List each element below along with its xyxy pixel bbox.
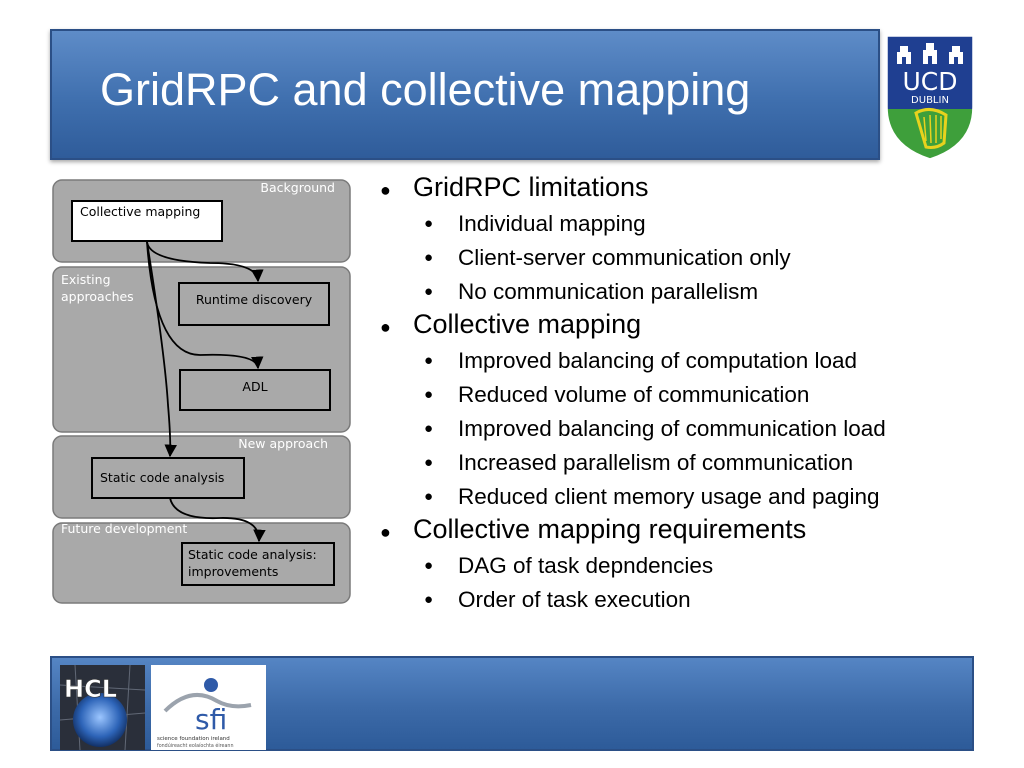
- box-static-code-analysis-label: Static code analysis: [100, 470, 224, 485]
- harp-icon: [914, 108, 948, 149]
- bullet-level2: ●DAG of task depndencies: [424, 553, 714, 578]
- sfi-caption-2: fondúireacht eolaíochta éireann: [157, 742, 234, 749]
- ucd-logo: UCD DUBLIN: [886, 35, 974, 160]
- sfi-swoosh-icon: [163, 692, 252, 713]
- ucd-logo-text: UCD: [902, 67, 957, 96]
- bullet-text: No communication parallelism: [458, 279, 759, 304]
- box-improvements-label-1: Static code analysis:: [188, 547, 317, 562]
- box-runtime-discovery: [178, 282, 330, 326]
- bullet-level1: ●Collective mapping requirements: [380, 514, 807, 544]
- bullet-text: Collective mapping requirements: [413, 514, 807, 544]
- sfi-logo-text: sfi: [195, 703, 227, 736]
- arrow-to-static: [146, 241, 177, 458]
- box-collective-mapping: [71, 200, 223, 242]
- bullet-text: Collective mapping: [413, 309, 642, 339]
- bullet-text: GridRPC limitations: [413, 172, 649, 202]
- bullet-text: Order of task execution: [458, 587, 691, 612]
- bullet-text: DAG of task depndencies: [458, 553, 714, 578]
- bullet-level2: ●Improved balancing of communication loa…: [424, 416, 886, 441]
- sfi-logo: sfi science foundation ireland fondúirea…: [151, 665, 266, 750]
- section-label-existing-1: Existing: [61, 272, 111, 287]
- bullet-text: Client-server communication only: [458, 245, 791, 270]
- title-bar: GridRPC and collective mapping: [50, 29, 880, 160]
- bullet-list: ●GridRPC limitations ●Individual mapping…: [380, 172, 1010, 617]
- workflow-diagram: Background Existing approaches New appro…: [52, 179, 351, 604]
- bullet-text: Increased parallelism of communication: [458, 450, 854, 475]
- bullet-level2: ●Improved balancing of computation load: [424, 348, 858, 373]
- box-improvements: [181, 542, 335, 586]
- slide-title: GridRPC and collective mapping: [100, 64, 751, 115]
- bullet-level2: ●Client-server communication only: [424, 245, 791, 270]
- section-label-new: New approach: [238, 436, 328, 451]
- bullet-level2: ●Individual mapping: [424, 211, 646, 236]
- bullet-text: Improved balancing of computation load: [458, 348, 858, 373]
- hcl-logo: HCL: [60, 665, 145, 750]
- bullet-level2: ●Increased parallelism of communication: [424, 450, 854, 475]
- bullet-text: Reduced client memory usage and paging: [458, 484, 880, 509]
- ucd-logo-subtext: DUBLIN: [911, 95, 949, 106]
- bullet-level1: ●GridRPC limitations: [380, 172, 649, 202]
- box-runtime-discovery-label: Runtime discovery: [196, 292, 313, 307]
- bullet-level2: ●Order of task execution: [424, 587, 691, 612]
- arrow-to-runtime: [146, 241, 264, 283]
- bullet-level1: ●Collective mapping: [380, 309, 642, 339]
- hcl-logo-text: HCL: [64, 675, 117, 703]
- section-label-background: Background: [260, 180, 335, 195]
- bullet-text: Improved balancing of communication load: [458, 416, 886, 441]
- arrow-to-adl: [146, 241, 264, 370]
- box-improvements-label-2: improvements: [188, 564, 278, 579]
- bullet-level2: ●Reduced volume of communication: [424, 382, 810, 407]
- globe-icon: [73, 693, 127, 747]
- box-adl: [179, 369, 331, 411]
- bullet-text: Reduced volume of communication: [458, 382, 810, 407]
- sfi-caption-1: science foundation ireland: [157, 736, 230, 742]
- bullet-text: Individual mapping: [458, 211, 646, 236]
- sfi-dot-icon: [204, 678, 218, 692]
- box-adl-label: ADL: [242, 379, 267, 394]
- bullet-level2: ●No communication parallelism: [424, 279, 759, 304]
- section-label-existing-2: approaches: [61, 289, 134, 304]
- arrow-to-improvements: [169, 497, 266, 543]
- section-label-future: Future development: [61, 521, 187, 536]
- box-collective-mapping-label: Collective mapping: [80, 204, 200, 219]
- bullet-level2: ●Reduced client memory usage and paging: [424, 484, 880, 509]
- box-static-code-analysis: [91, 457, 245, 499]
